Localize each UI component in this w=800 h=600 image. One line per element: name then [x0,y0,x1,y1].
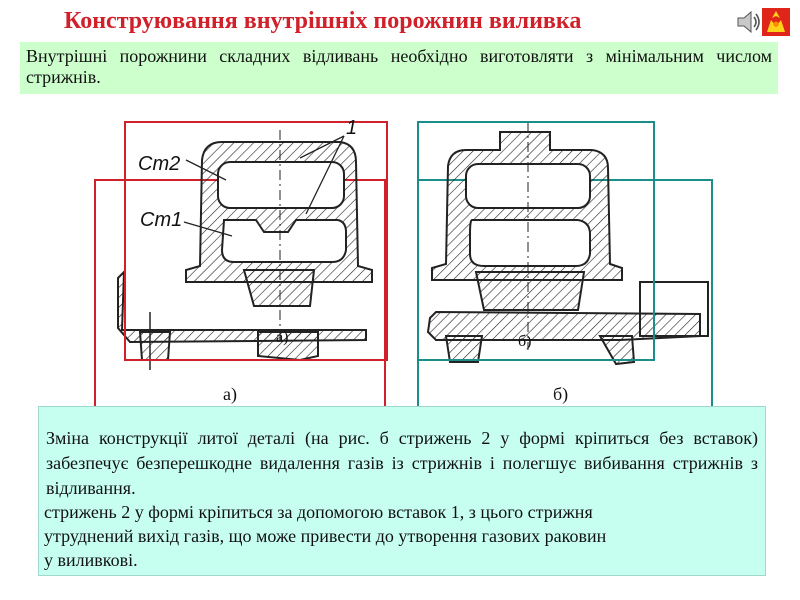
label-st2: Ст2 [138,153,180,175]
frame-red-front [124,121,388,361]
label-st1: Ст1 [140,209,182,231]
frame-teal-front [417,121,655,361]
university-logo-icon [762,8,790,36]
caption-b: б) [553,384,569,404]
speaker-icon[interactable] [736,10,762,34]
intro-note: Внутрішні порожнини складних відливань н… [20,42,778,94]
inner-label-a: а) [276,329,288,346]
explanation-box [38,406,766,576]
drawing-a [117,130,373,370]
explanation-back-line-3: у виливкові. [44,550,138,570]
drawing-b [426,122,709,366]
slide-title: Конструювання внутрішніх порожнин виливк… [64,8,582,34]
label-insert-1: 1 [346,117,357,139]
explanation-back-text: стрижень 2 у формі кріпиться за допомого… [44,404,758,572]
explanation-back-line-2: утруднений вихід газів, що може привести… [44,526,607,546]
explanation-front-text: Зміна конструкції литої деталі (на рис. … [46,428,758,498]
inner-label-b: б) [518,333,531,350]
explanation-back-line-1: стрижень 2 у формі кріпиться за допомого… [44,502,593,522]
caption-a: а) [223,384,237,404]
